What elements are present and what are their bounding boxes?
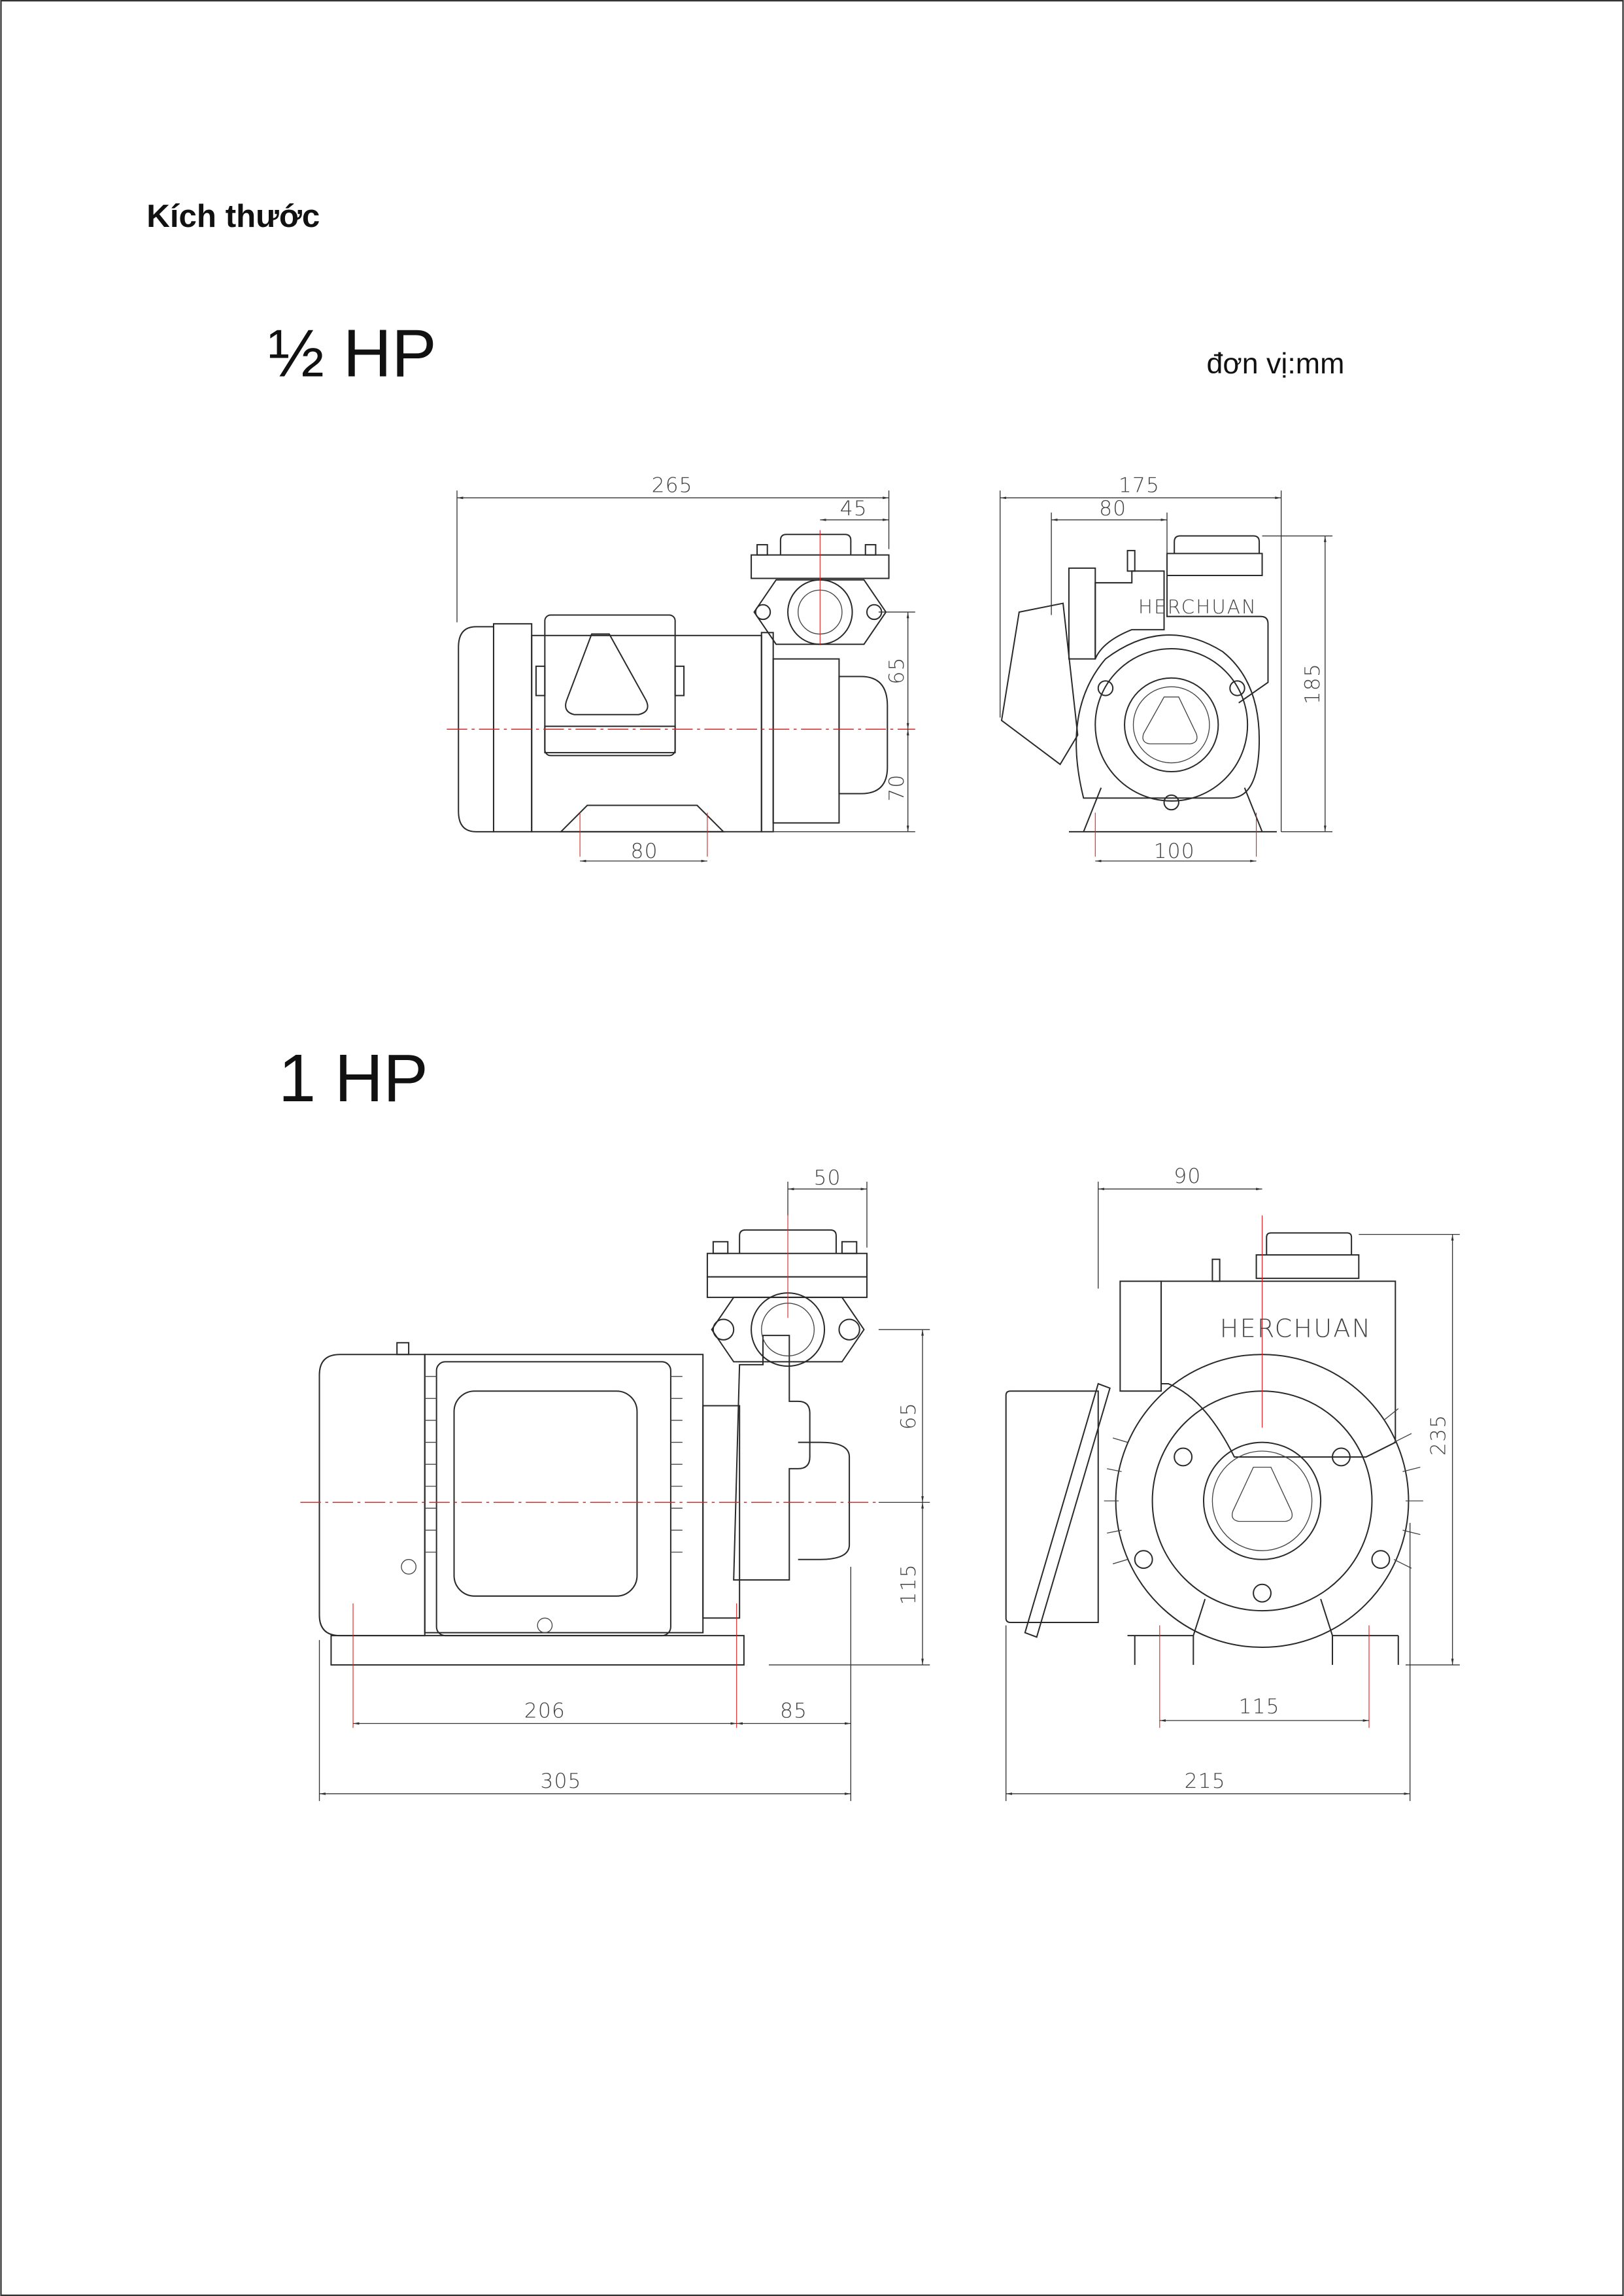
dim-half-side-foot-width: 80 [631,840,658,863]
dim-half-side-axis-height: 70 [885,774,909,802]
dim-one-front-width: 215 [1185,1770,1226,1793]
dim-half-front-foot-spacing: 100 [1154,840,1195,863]
half-hp-side-view [447,490,915,863]
section-title: Kích thước [146,198,320,234]
one-hp-heading: 1 HP [279,1040,428,1116]
dim-one-side-axis-height: 115 [897,1564,921,1605]
dim-one-side-outlet-offset: 50 [813,1166,841,1190]
brand-one-hp: HERCHUAN [1220,1314,1372,1343]
brand-half-hp: HERCHUAN [1138,596,1257,618]
dim-one-side-outlet-height: 65 [897,1402,921,1430]
one-hp-front-view [1005,1182,1460,1802]
dim-half-front-width: 175 [1119,473,1160,497]
dim-half-front-outlet-offset: 80 [1099,497,1126,521]
dim-one-side-length: 305 [540,1770,581,1793]
dim-half-side-outlet-offset: 45 [840,497,868,521]
dim-one-front-height: 235 [1427,1414,1450,1456]
dim-one-side-mount-to-end: 85 [780,1700,807,1723]
dim-one-side-mount-spacing: 206 [524,1700,566,1723]
one-hp-side-view [300,1182,930,1802]
dim-half-front-height: 185 [1301,663,1325,704]
half-hp-heading: ½ HP [268,315,437,390]
dim-one-front-outlet-offset: 90 [1174,1165,1201,1188]
dim-half-side-length: 265 [652,473,693,497]
dim-one-front-foot-spacing: 115 [1238,1695,1279,1719]
half-hp-front-view [1000,490,1333,863]
dim-half-side-outlet-height: 65 [885,657,909,684]
unit-label: đơn vị:mm [1206,347,1344,380]
